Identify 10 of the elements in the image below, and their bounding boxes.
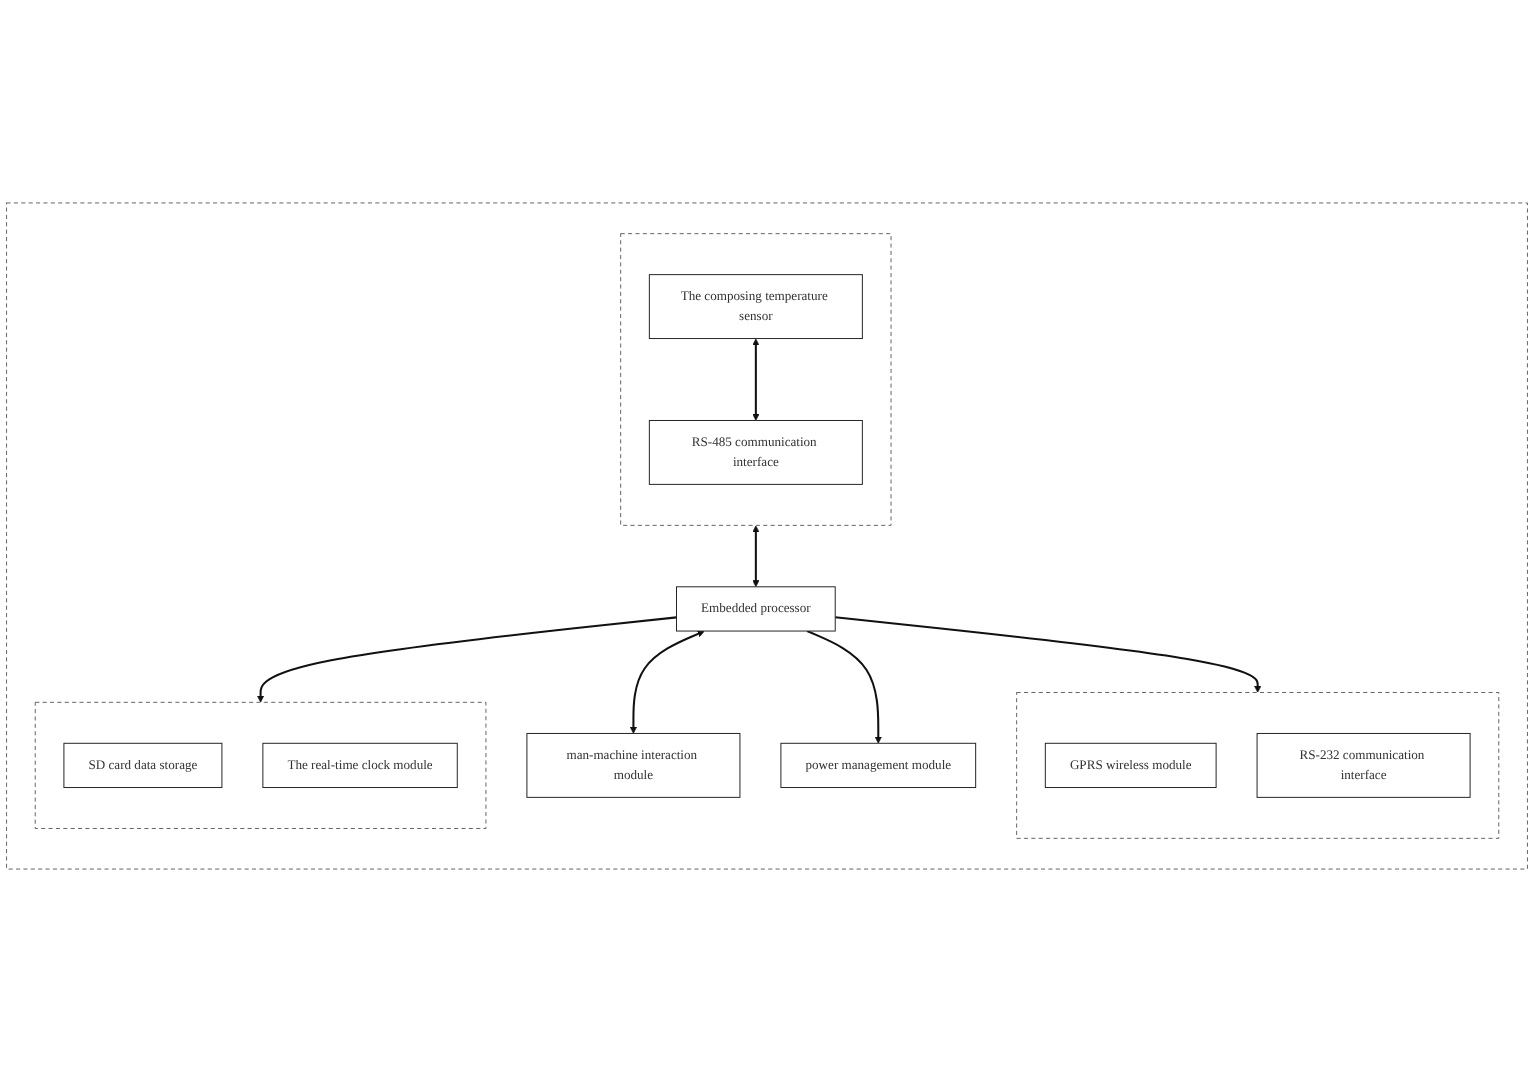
cluster: [6, 202, 1528, 870]
arrow: [806, 630, 882, 744]
arrow: [629, 630, 705, 734]
cluster: [34, 701, 487, 829]
arrow: [835, 616, 1262, 693]
arrow: [752, 338, 760, 421]
arrow: [257, 616, 677, 703]
cluster: [1016, 692, 1500, 839]
cluster: [620, 233, 892, 526]
arrow: [752, 525, 760, 588]
